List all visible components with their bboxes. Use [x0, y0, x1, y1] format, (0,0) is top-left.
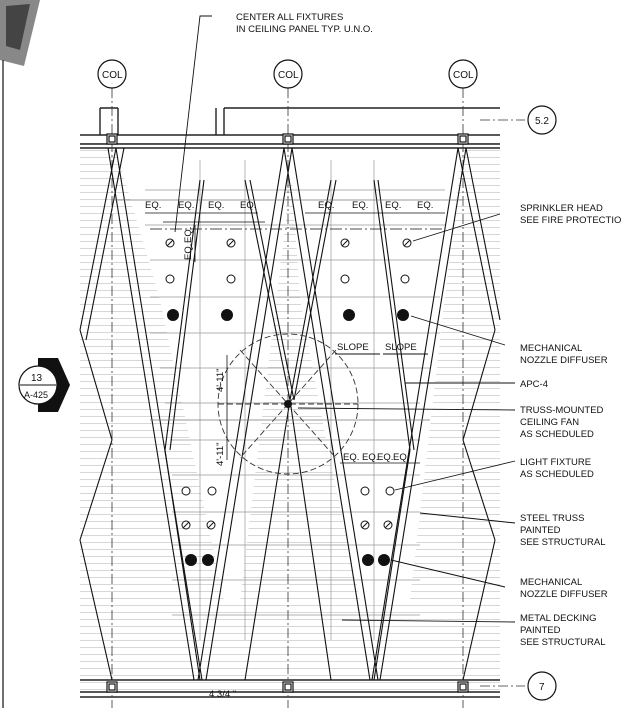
dim-eq: EQ. [393, 452, 409, 463]
dim-4-11: 4'-11" [215, 369, 226, 393]
callout-sprinkler: SPRINKLER HEAD [520, 203, 603, 214]
note-line-2: IN CEILING PANEL TYP. U.N.O. [236, 24, 373, 35]
note-line-1: CENTER ALL FIXTURES [236, 12, 343, 23]
nozzle-diffusers [167, 309, 409, 566]
column-markers [106, 133, 469, 693]
dim-eq: EQ. [178, 200, 194, 211]
dim-eq: EQ. [318, 200, 334, 211]
callout-light: LIGHT FIXTURE [520, 457, 591, 468]
callout-apc: APC-4 [520, 379, 548, 390]
column-label: COL [278, 70, 299, 81]
dim-eq: EQ. [377, 452, 393, 463]
dim-eq: EQ. [352, 200, 368, 211]
slope-label: SLOPE [337, 342, 369, 353]
grid-label: 5.2 [535, 116, 549, 127]
dim-eq: EQ. [145, 200, 161, 211]
section-number: 13 [31, 373, 43, 384]
svg-text:SEE STRUCTURAL: SEE STRUCTURAL [520, 637, 606, 648]
callout-fan: TRUSS-MOUNTED [520, 405, 604, 416]
callout-truss: STEEL TRUSS [520, 513, 584, 524]
svg-text:CEILING FAN: CEILING FAN [520, 417, 579, 428]
dim-4-11: 4'-11" [215, 443, 226, 467]
svg-text:AS SCHEDULED: AS SCHEDULED [520, 429, 594, 440]
dim-eq-vert: EQ. [183, 244, 194, 260]
dim-eq: EQ. [208, 200, 224, 211]
dim-eq: EQ. [240, 200, 256, 211]
dim-4-3-4: 4 3/4 " [209, 689, 236, 700]
svg-text:NOZZLE DIFFUSER: NOZZLE DIFFUSER [520, 355, 608, 366]
grid-label: 7 [539, 682, 545, 693]
sprinkler-heads [165, 238, 412, 530]
section-sheet: A-425 [24, 390, 48, 400]
dimension-lines [145, 212, 445, 464]
section-tag [18, 358, 70, 412]
slope-label: SLOPE [385, 342, 417, 353]
leader-lines [174, 15, 516, 623]
callout-diffuser: MECHANICAL [520, 343, 582, 354]
column-centerlines [111, 88, 525, 708]
svg-text:SEE STRUCTURAL: SEE STRUCTURAL [520, 537, 606, 548]
light-fixtures [165, 274, 410, 496]
svg-text:AS SCHEDULED: AS SCHEDULED [520, 469, 594, 480]
callout-decking: METAL DECKING [520, 613, 597, 624]
dim-eq-vert: EQ. [183, 227, 194, 243]
dim-eq: EQ. [417, 200, 433, 211]
svg-text:NOZZLE DIFFUSER: NOZZLE DIFFUSER [520, 589, 608, 600]
column-label: COL [102, 70, 123, 81]
column-bubbles [97, 59, 557, 701]
svg-text:SEE FIRE PROTECTIO: SEE FIRE PROTECTIO [520, 215, 621, 226]
svg-text:PAINTED: PAINTED [520, 625, 561, 636]
dim-eq: EQ. [385, 200, 401, 211]
callout-diffuser: MECHANICAL [520, 577, 582, 588]
column-label: COL [453, 70, 474, 81]
ceiling-panels [116, 150, 462, 600]
dim-eq: EQ. [343, 452, 359, 463]
beams [80, 107, 500, 698]
steel-truss [79, 147, 501, 681]
dim-eq: EQ. [362, 452, 378, 463]
svg-text:PAINTED: PAINTED [520, 525, 561, 536]
truss-ties [112, 199, 463, 421]
